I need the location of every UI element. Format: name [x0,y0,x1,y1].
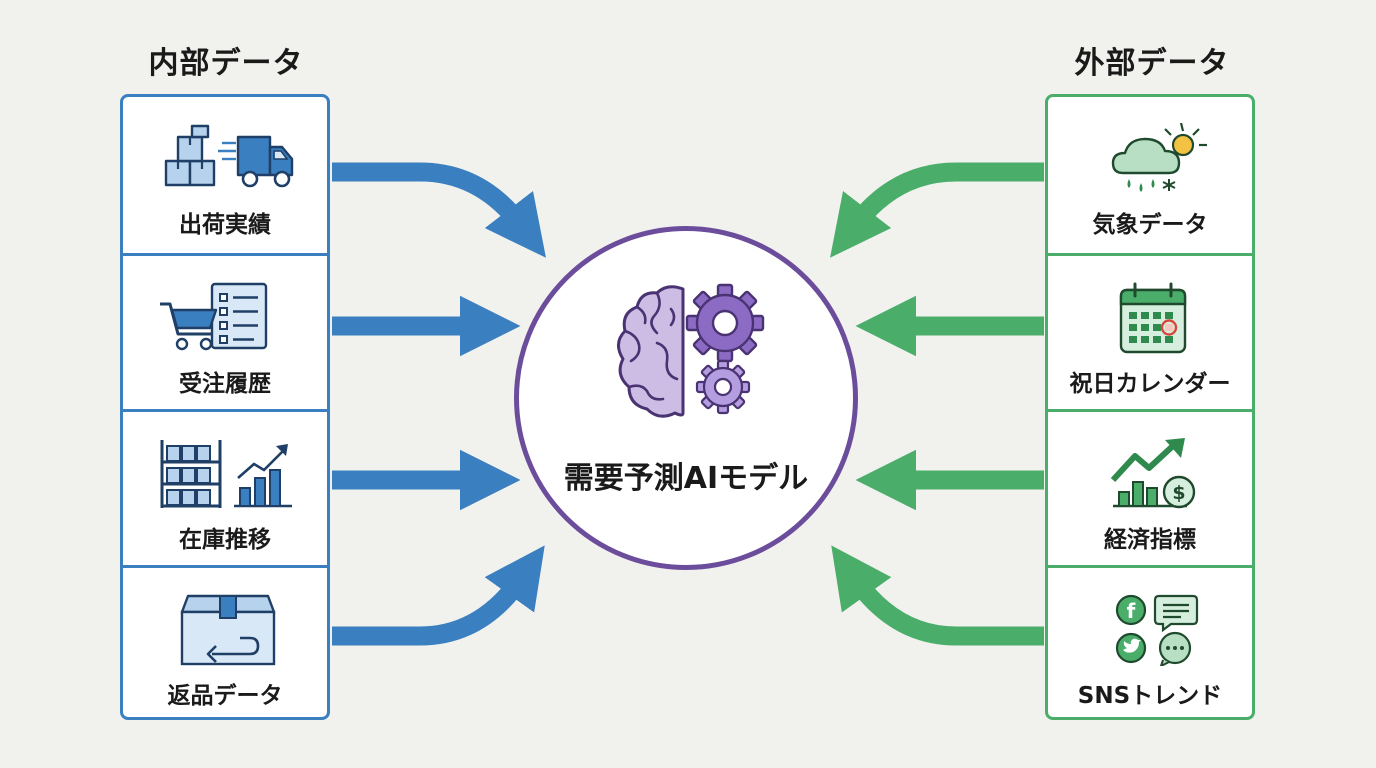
internal-item-orders: 受注履歴 [123,253,327,407]
external-data-title: 外部データ [1074,46,1230,81]
brain-gears-icon [611,283,771,423]
external-item-label: 経済指標 [1104,527,1196,553]
internal-data-title: 内部データ [148,46,304,81]
boxes-truck-icon [158,123,298,195]
arrow-weather [830,162,1044,258]
external-item-holidays: 祝日カレンダー [1048,253,1252,407]
cart-list-icon [158,282,298,354]
return-box-icon [158,594,298,666]
external-item-label: 祝日カレンダー [1069,371,1231,397]
demand-forecast-ai-model: 需要予測AIモデル [514,226,858,570]
external-item-economy: $ 経済指標 [1048,409,1252,563]
arrow-shipping [332,162,546,258]
calendar-icon [1083,282,1223,354]
internal-item-inventory: 在庫推移 [123,409,327,563]
external-item-sns: f SNSトレンド [1048,565,1252,717]
external-data-panel: 気象データ 祝日カレンダー [1045,94,1255,720]
external-item-label: 気象データ [1092,212,1208,238]
arrow-returns [332,545,545,646]
social-icon: f [1083,594,1223,666]
external-item-weather: 気象データ [1048,97,1252,251]
external-item-label: SNSトレンド [1077,683,1223,709]
internal-item-label: 在庫推移 [179,527,271,553]
internal-item-label: 受注履歴 [179,371,271,397]
svg-text:f: f [1127,599,1136,623]
shelf-chart-icon [158,438,298,510]
internal-item-shipping: 出荷実績 [123,97,327,251]
economy-chart-icon: $ [1083,438,1223,510]
internal-data-panel: 出荷実績 [120,94,330,720]
internal-item-label: 返品データ [167,683,283,709]
internal-item-label: 出荷実績 [179,212,271,238]
arrow-sns [831,545,1044,646]
internal-item-returns: 返品データ [123,565,327,717]
weather-icon [1083,123,1223,195]
svg-text:$: $ [1172,482,1185,504]
hub-label: 需要予測AIモデル [563,461,809,496]
